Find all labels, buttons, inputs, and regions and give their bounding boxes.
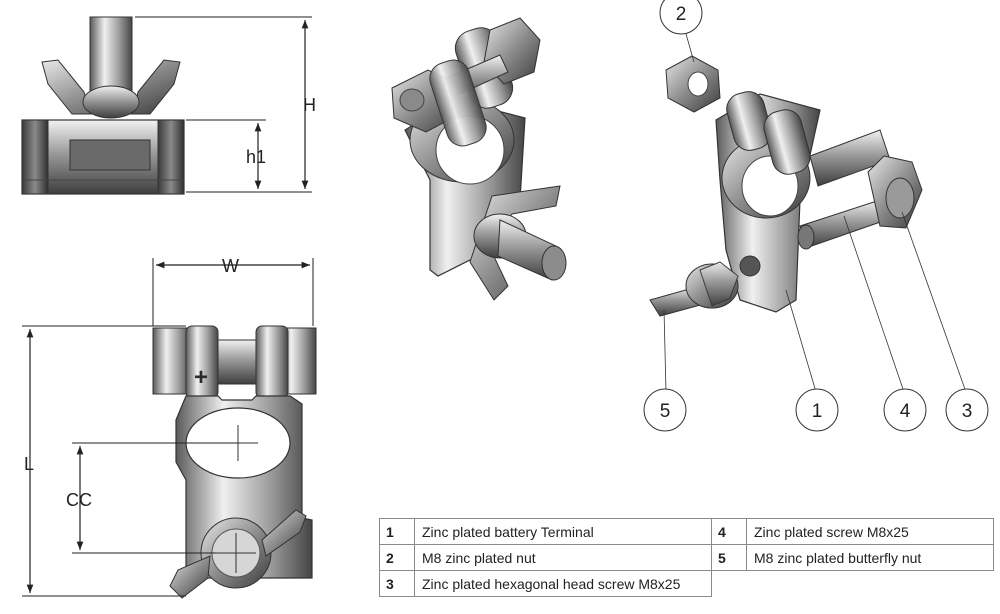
side-slot — [69, 139, 151, 171]
table-row: 1 Zinc plated battery Terminal 4 Zinc pl… — [379, 518, 994, 545]
side-wing-nut-dome — [82, 85, 140, 119]
callout-4-bubble — [883, 388, 927, 432]
empty-cell — [747, 571, 994, 597]
side-wing-nut — [41, 59, 181, 115]
empty-cell — [712, 571, 747, 597]
callout-5-label: 5 — [660, 401, 671, 422]
dimension-w-label: W — [222, 256, 239, 276]
side-view: H h1 — [21, 16, 316, 195]
top-left-nut — [152, 327, 192, 395]
part-description: Zinc plated battery Terminal — [414, 518, 712, 545]
callout-3-label: 3 — [962, 401, 973, 422]
callout-3-bubble — [945, 388, 989, 432]
callout-1-bubble — [795, 388, 839, 432]
callout-5-bubble — [643, 388, 687, 432]
part-number: 4 — [711, 518, 747, 545]
side-body-left-cap — [21, 119, 49, 195]
dimension-cc-label: CC — [66, 490, 92, 510]
part-description: Zinc plated hexagonal head screw M8x25 — [414, 570, 712, 597]
part-number: 2 — [379, 544, 415, 571]
top-right-ear — [255, 325, 289, 399]
part-number: 1 — [379, 518, 415, 545]
parts-table: 1 Zinc plated battery Terminal 4 Zinc pl… — [379, 518, 994, 597]
callout-bubbles: 2 5 1 4 3 — [643, 0, 989, 432]
assembled-view — [391, 17, 567, 301]
part-description: M8 zinc plated nut — [414, 544, 712, 571]
callout-4-label: 4 — [900, 401, 911, 422]
exploded-view — [649, 33, 967, 393]
table-row: 3 Zinc plated hexagonal head screw M8x25 — [379, 570, 994, 597]
table-row: 2 M8 zinc plated nut 5 M8 zinc plated bu… — [379, 544, 994, 571]
part-number: 5 — [711, 544, 747, 571]
dimension-h-label: H — [303, 95, 316, 115]
top-wing-right — [261, 509, 307, 557]
callout-2-bubble — [659, 0, 703, 35]
top-view: + W L CC — [22, 256, 317, 599]
dimension-l-label: L — [24, 454, 34, 474]
polarity-mark: + — [194, 364, 208, 391]
callout-1-label: 1 — [812, 401, 823, 422]
part-number: 3 — [379, 570, 415, 597]
part-description: Zinc plated screw M8x25 — [746, 518, 994, 545]
callout-2-label: 2 — [676, 4, 687, 25]
side-body-right-cap — [157, 119, 185, 195]
dimension-h1-label: h1 — [246, 147, 266, 167]
part-description: M8 zinc plated butterfly nut — [746, 544, 994, 571]
